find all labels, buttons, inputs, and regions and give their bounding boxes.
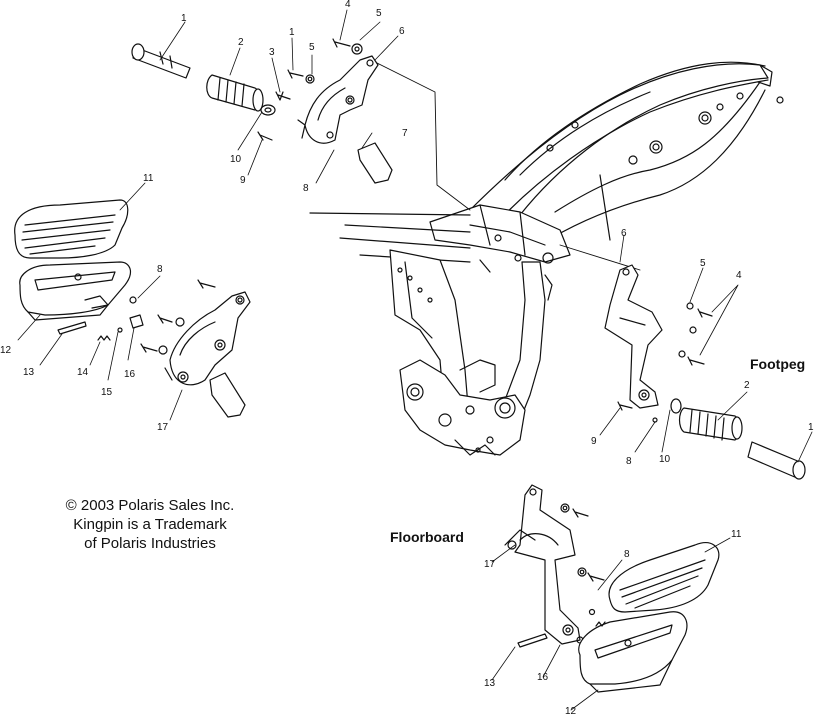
copyright-note: © 2003 Polaris Sales Inc. Kingpin is a T… xyxy=(50,496,250,553)
copyright-line-1: © 2003 Polaris Sales Inc. xyxy=(65,497,235,514)
callout-bottom-16: 16 xyxy=(537,672,549,683)
callout-top-6: 6 xyxy=(399,26,405,37)
callout-top-7: 7 xyxy=(402,128,408,139)
callout-right-2: 2 xyxy=(744,380,750,391)
heading-floorboard: Floorboard xyxy=(390,529,464,545)
callout-top-8: 8 xyxy=(303,183,309,194)
callout-left-15: 15 xyxy=(101,387,113,398)
motorcycle-frame xyxy=(309,61,784,456)
callout-left-8: 8 xyxy=(157,264,163,275)
callout-right-6: 6 xyxy=(621,228,627,239)
callout-right-1: 1 xyxy=(808,422,814,433)
right-footpeg-assembly xyxy=(599,234,813,480)
callout-right-8: 8 xyxy=(626,456,632,467)
callout-left-16: 16 xyxy=(124,369,136,380)
callout-bottom-11: 11 xyxy=(731,529,742,540)
callout-right-5: 5 xyxy=(700,258,706,269)
callout-top-5: 5 xyxy=(376,8,382,19)
callout-right-9: 9 xyxy=(591,436,597,447)
callout-bottom-17: 17 xyxy=(484,559,496,570)
callout-top-10: 10 xyxy=(230,154,242,165)
bottom-floorboard-assembly xyxy=(491,484,731,711)
callout-right-10: 10 xyxy=(659,454,671,465)
callout-top-5b: 5 xyxy=(309,42,315,53)
callout-top-1: 1 xyxy=(181,13,187,24)
callout-left-11: 11 xyxy=(143,173,154,184)
callout-left-17: 17 xyxy=(157,422,169,433)
callout-top-1b: 1 xyxy=(289,27,295,38)
callout-bottom-12: 12 xyxy=(565,706,577,717)
callout-left-13: 13 xyxy=(23,367,35,378)
callout-left-14: 14 xyxy=(77,367,89,378)
callout-top-9: 9 xyxy=(240,175,246,186)
left-floorboard-assembly xyxy=(14,182,251,421)
callout-top-4: 4 xyxy=(345,0,351,10)
copyright-line-3: of Polaris Industries xyxy=(84,535,216,552)
heading-footpeg: Footpeg xyxy=(750,356,806,372)
callout-top-3: 3 xyxy=(269,47,275,58)
callout-right-4: 4 xyxy=(736,270,742,281)
copyright-line-2: Kingpin is a Trademark xyxy=(73,516,227,533)
callout-bottom-8: 8 xyxy=(624,549,630,560)
callout-top-2: 2 xyxy=(238,37,244,48)
callout-bottom-13: 13 xyxy=(484,678,496,689)
top-footpeg-assembly xyxy=(131,9,399,184)
callout-left-12: 12 xyxy=(0,345,12,356)
